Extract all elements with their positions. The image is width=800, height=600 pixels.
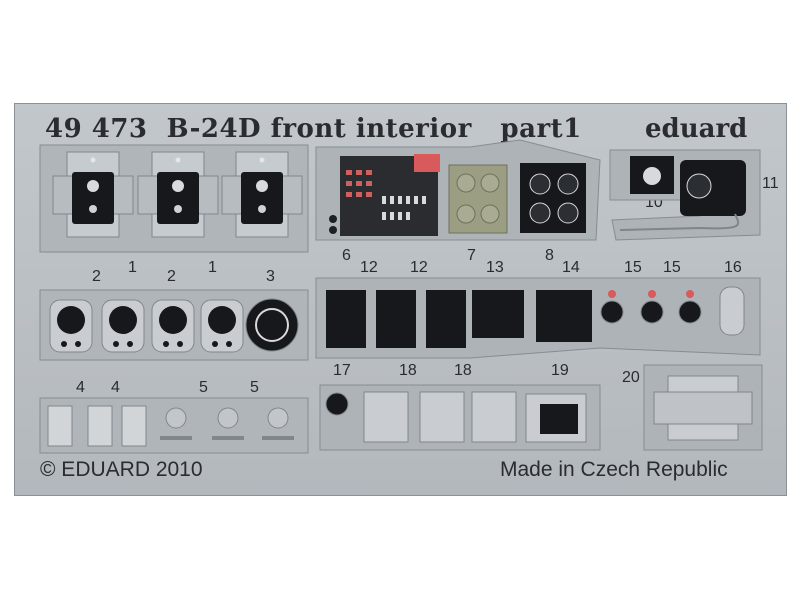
gauge-panel	[49, 299, 93, 353]
part-number-14: 14	[562, 259, 580, 276]
part-number-2: 2	[92, 268, 101, 285]
part-number-6: 6	[342, 247, 351, 264]
part-10-11-frame	[609, 149, 761, 241]
part-number-5: 5	[250, 379, 259, 396]
part-number-12: 12	[410, 259, 428, 276]
part-number-8: 8	[545, 247, 554, 264]
part-number-1: 1	[208, 259, 217, 276]
fret-title: 49 473 B-24D front interior part1	[45, 114, 582, 144]
part-main-instrument-panel	[315, 139, 601, 241]
part-frame-gauges	[39, 289, 309, 361]
instrument-panel-c	[221, 151, 303, 238]
part-frame-small-panels	[315, 277, 761, 359]
brand-logo-text: eduard	[645, 114, 748, 144]
part-frame-seats	[319, 384, 601, 451]
part-number-4: 4	[111, 379, 120, 396]
part-number-18: 18	[399, 362, 417, 379]
part-number-15: 15	[624, 259, 642, 276]
part-number-1: 1	[128, 259, 137, 276]
part-number-7: 7	[467, 247, 476, 264]
part-frame-top-left	[39, 144, 309, 253]
part-number-19: 19	[551, 362, 569, 379]
part-number-13: 13	[486, 259, 504, 276]
part-number-17: 17	[333, 362, 351, 379]
part-number-16: 16	[724, 259, 742, 276]
part-number-5: 5	[199, 379, 208, 396]
part-number-4: 4	[76, 379, 85, 396]
part-number-12: 12	[360, 259, 378, 276]
copyright-text: © EDUARD 2010	[40, 458, 203, 481]
part-number-11: 11	[762, 175, 779, 192]
part-number-20: 20	[622, 369, 640, 386]
instrument-panel-b	[137, 151, 219, 238]
part-number-2: 2	[167, 268, 176, 285]
part-number-15: 15	[663, 259, 681, 276]
part-number-3: 3	[266, 268, 275, 285]
origin-text: Made in Czech Republic	[500, 458, 728, 481]
part-frame-switches	[39, 397, 309, 454]
part-number-18: 18	[454, 362, 472, 379]
part-20-frame	[643, 364, 763, 451]
instrument-panel-a	[52, 151, 134, 238]
